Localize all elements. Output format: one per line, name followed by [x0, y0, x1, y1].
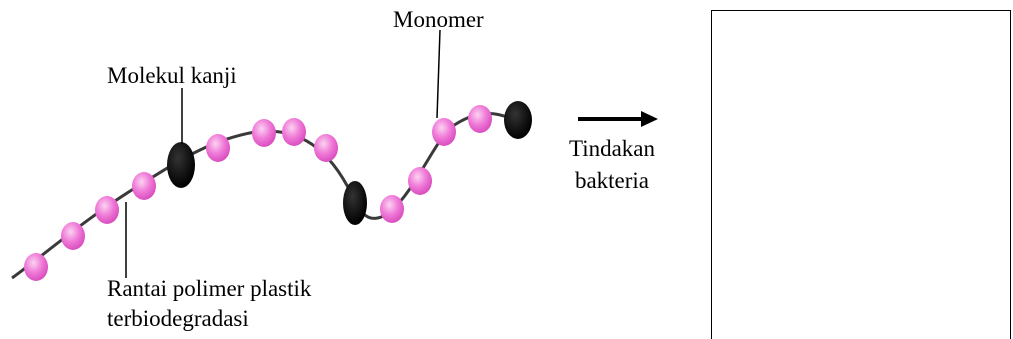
polymer-chain-label: Rantai polimer plastik terbiodegradasi	[107, 274, 311, 334]
monomer-bead	[408, 167, 432, 195]
bacterial-action-label-line1: Tindakan	[553, 133, 671, 165]
starch-molecule	[504, 101, 532, 139]
polymer-chain-label-line1: Rantai polimer plastik	[107, 274, 311, 304]
monomer-pointer-line	[437, 30, 440, 118]
starch-molecule-label: Molekul kanji	[107, 62, 237, 89]
monomer-bead	[24, 253, 48, 281]
monomer-bead	[252, 119, 276, 147]
reaction-arrow	[578, 111, 658, 127]
monomer-bead	[282, 118, 306, 146]
monomer-label: Monomer	[393, 6, 484, 33]
monomer-bead	[432, 118, 456, 146]
monomer-bead	[132, 172, 156, 200]
starch-molecule	[343, 181, 367, 225]
chain-beads	[24, 101, 532, 281]
monomer-bead	[380, 195, 404, 223]
monomer-bead	[95, 196, 119, 224]
monomer-bead	[206, 134, 230, 162]
bacterial-action-label: Tindakan bakteria	[553, 133, 671, 197]
answer-box	[711, 10, 1011, 339]
starch-molecule	[167, 142, 195, 188]
monomer-bead	[468, 105, 492, 133]
polymer-chain-label-line2: terbiodegradasi	[107, 304, 311, 334]
monomer-bead	[314, 134, 338, 162]
bacterial-action-label-line2: bakteria	[553, 165, 671, 197]
monomer-bead	[61, 222, 85, 250]
